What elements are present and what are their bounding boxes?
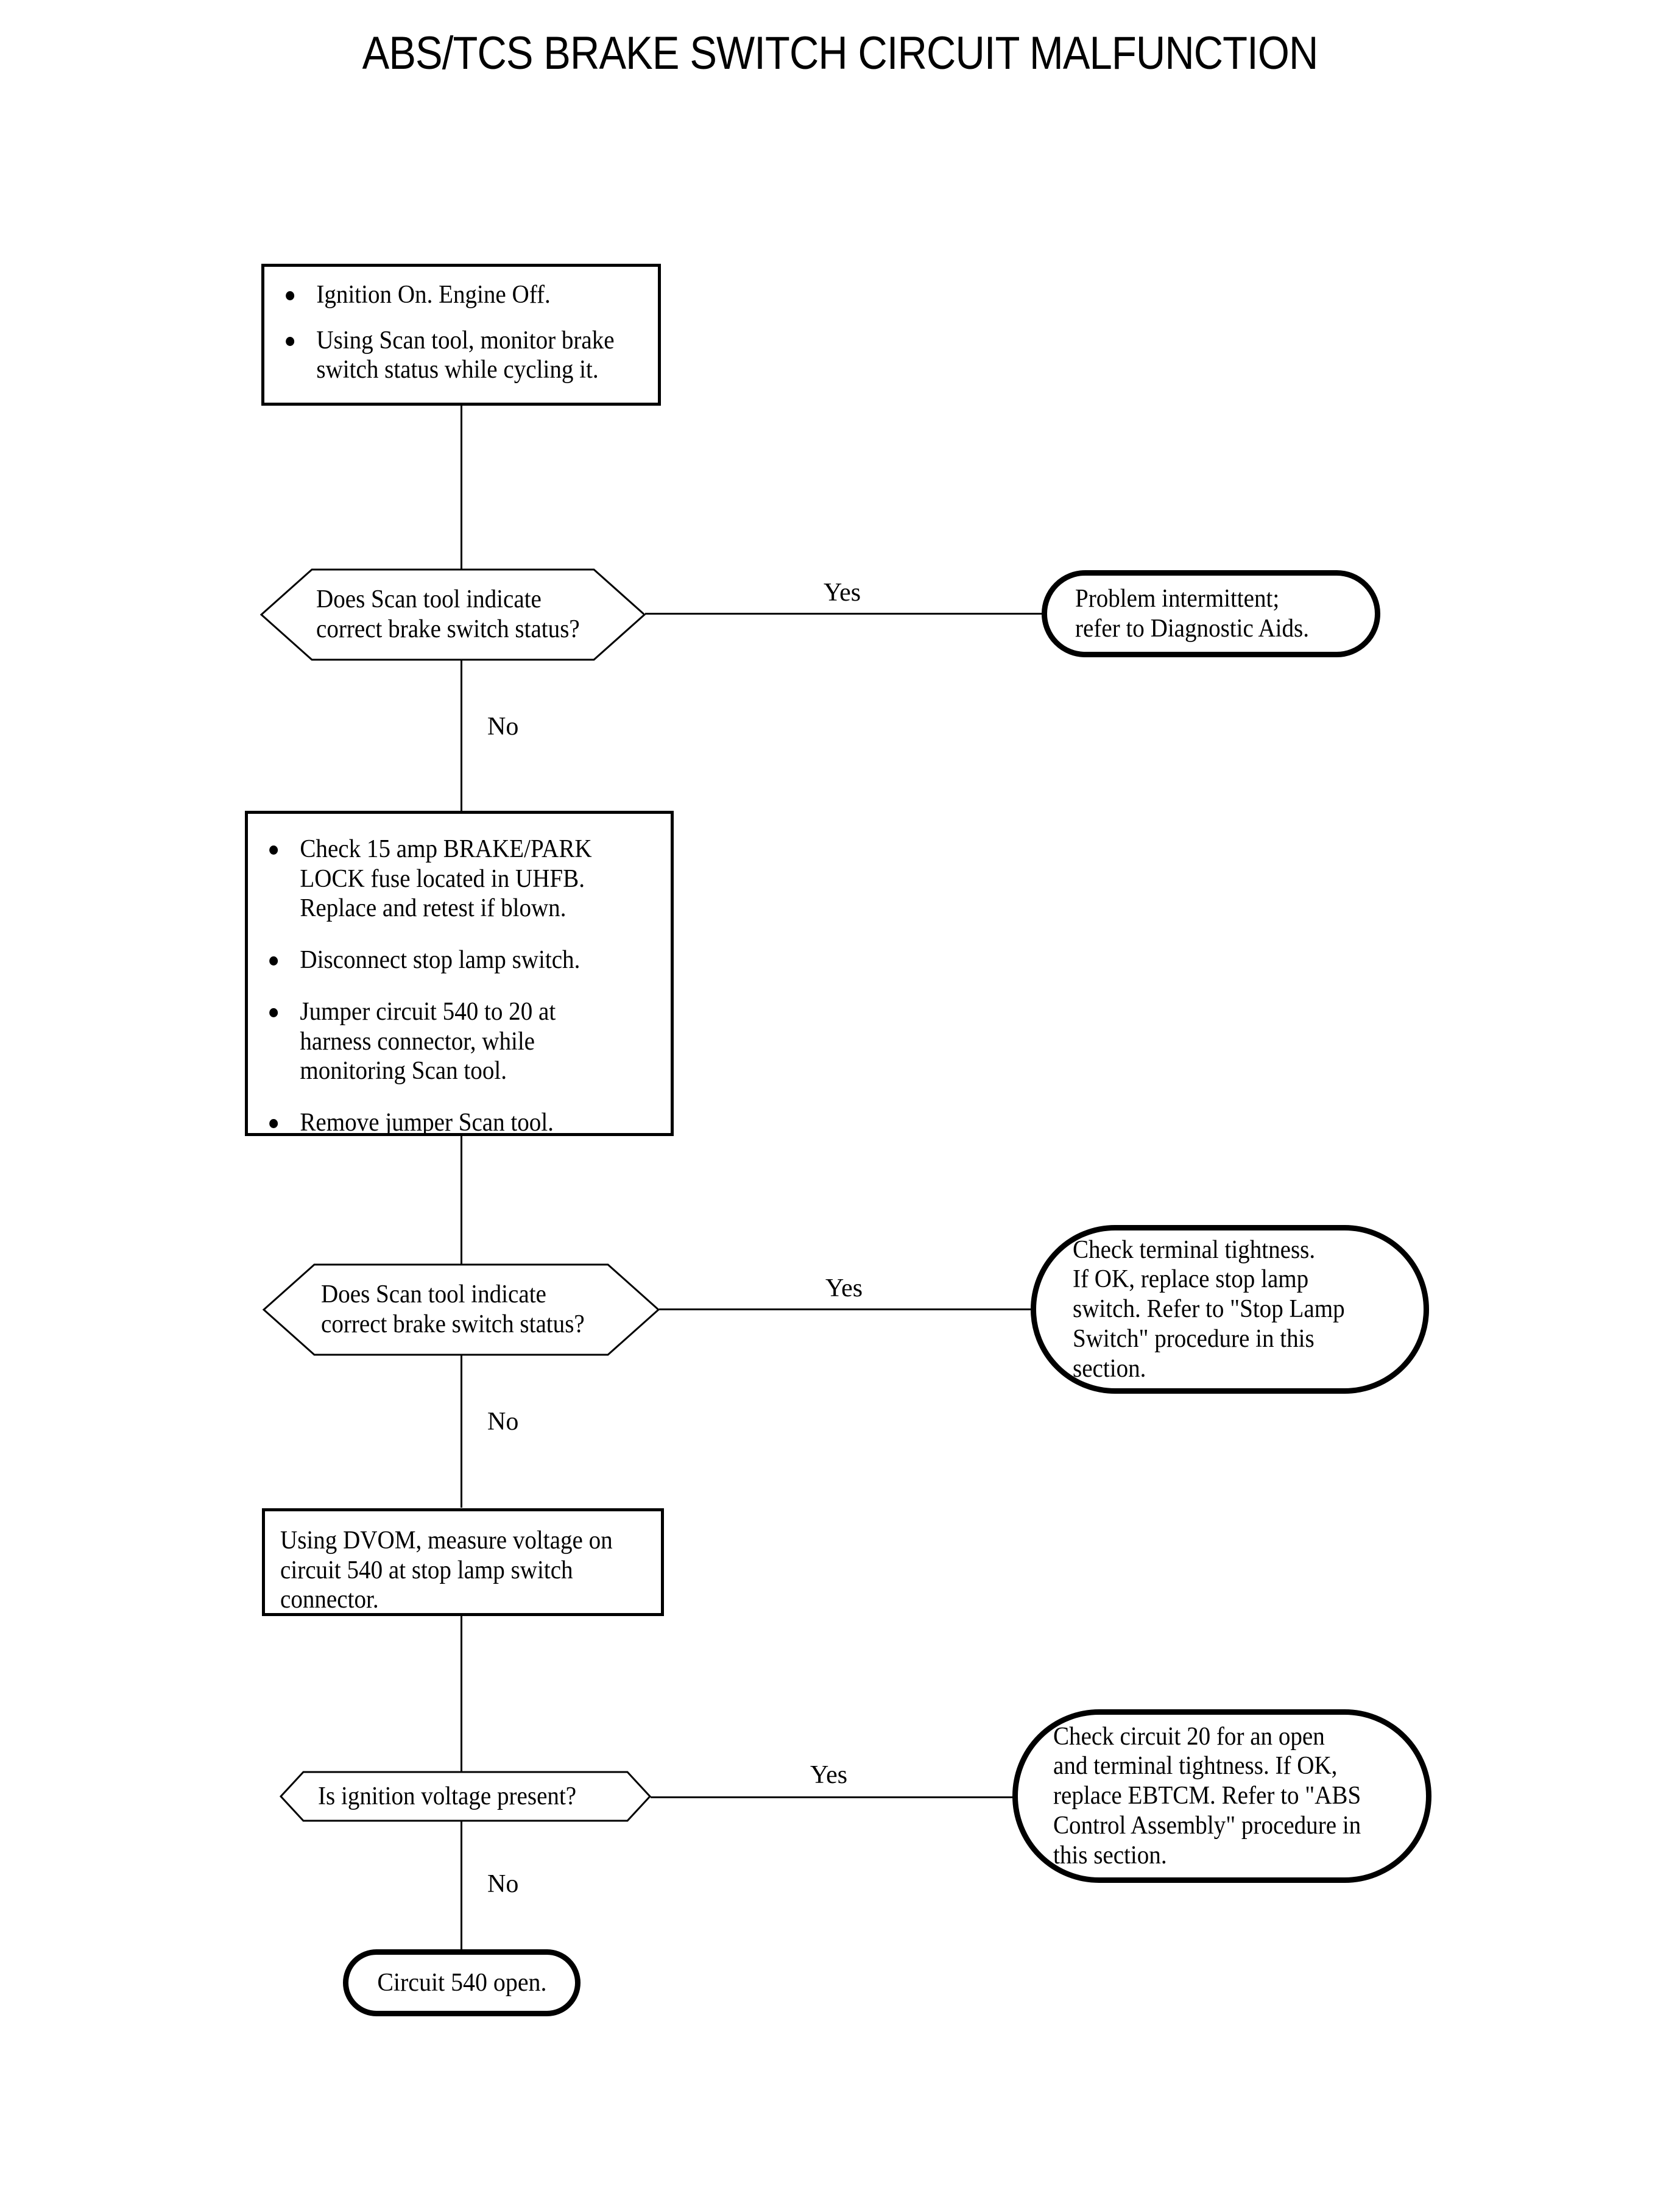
terminator-result-2: Check terminal tightness. If OK, replace… [1031, 1225, 1429, 1394]
edge-label-decision2-yes: Yes [825, 1274, 863, 1302]
result-1-text: Problem intermittent; refer to Diagnosti… [1047, 576, 1375, 652]
list-item: Remove jumper Scan tool. [263, 1108, 631, 1138]
bullet-dot [286, 291, 295, 300]
step3-line-2: circuit 540 at stop lamp switch [280, 1556, 573, 1584]
process-box-step1: Ignition On. Engine Off. Using Scan tool… [261, 264, 661, 406]
connector-decision1-no [461, 660, 462, 811]
bullet-dot [269, 956, 278, 966]
process-box-step2: Check 15 amp BRAKE/PARK LOCK fuse locate… [245, 811, 674, 1138]
hexagon-outline [262, 1263, 660, 1356]
result-2-line-1: Check terminal tightness. [1073, 1235, 1316, 1264]
list-item-text: Disconnect stop lamp switch. [300, 946, 581, 975]
connector-decision2-yes [659, 1308, 1033, 1310]
decision-3-line-1: Is ignition voltage present? [318, 1782, 577, 1810]
decision-3-text: Is ignition voltage present? [280, 1771, 651, 1821]
result-1-line-1: Problem intermittent; [1075, 584, 1280, 613]
page-title: ABS/TCS BRAKE SWITCH CIRCUIT MALFUNCTION [362, 27, 1319, 79]
result-4-line-1: Circuit 540 open. [376, 1968, 547, 1997]
result-2-text: Check terminal tightness. If OK, replace… [1036, 1230, 1424, 1388]
decision-2-line-2: correct brake switch status? [321, 1310, 585, 1338]
result-2-line-5: section. [1073, 1354, 1146, 1383]
edge-label-decision3-no: No [487, 1870, 519, 1898]
decision-2-line-1: Does Scan tool indicate [321, 1280, 546, 1309]
list-item: Using Scan tool, monitor brake switch st… [279, 326, 619, 385]
list-item-text: Remove jumper Scan tool. [300, 1109, 554, 1137]
step3-text: Using DVOM, measure voltage on circuit 5… [280, 1526, 632, 1615]
decision-hexagon-2: Does Scan tool indicate correct brake sw… [262, 1263, 660, 1356]
terminator-result-3: Check circuit 20 for an open and termina… [1012, 1709, 1431, 1883]
edge-label-decision2-no: No [487, 1408, 519, 1436]
connector-decision1-yes [645, 613, 1044, 615]
result-2-line-2: If OK, replace stop lamp [1073, 1265, 1309, 1294]
list-item-text: Using Scan tool, monitor brake switch st… [316, 326, 615, 384]
hexagon-outline [279, 1771, 652, 1822]
edge-label-decision1-no: No [487, 713, 519, 741]
decision-2-text: Does Scan tool indicate correct brake sw… [263, 1264, 659, 1355]
result-3-line-3: replace EBTCM. Refer to "ABS [1053, 1782, 1361, 1810]
bullet-dot [286, 336, 295, 346]
result-4-text: Circuit 540 open. [348, 1955, 575, 2011]
decision-1-line-2: correct brake switch status? [316, 615, 580, 643]
list-item: Check 15 amp BRAKE/PARK LOCK fuse locate… [263, 835, 631, 923]
step2-bullet-list: Check 15 amp BRAKE/PARK LOCK fuse locate… [263, 835, 658, 1138]
decision-1-text: Does Scan tool indicate correct brake sw… [261, 569, 645, 660]
connector-decision3-no [461, 1821, 462, 1952]
connector-decision3-yes [651, 1796, 1015, 1798]
connector-step1-to-decision1 [461, 405, 462, 570]
bullet-dot [269, 846, 278, 855]
list-item: Ignition On. Engine Off. [279, 280, 619, 310]
step3-line-1: Using DVOM, measure voltage on [280, 1527, 613, 1555]
result-3-line-4: Control Assembly" procedure in [1053, 1811, 1361, 1840]
bullet-dot [269, 1008, 278, 1017]
edge-label-decision1-yes: Yes [824, 579, 861, 607]
terminator-result-4: Circuit 540 open. [343, 1949, 581, 2016]
result-2-line-4: Switch" procedure in this [1073, 1324, 1315, 1353]
result-1-line-2: refer to Diagnostic Aids. [1075, 614, 1310, 643]
decision-hexagon-1: Does Scan tool indicate correct brake sw… [259, 568, 646, 661]
list-item: Disconnect stop lamp switch. [263, 945, 631, 975]
step1-bullet-list: Ignition On. Engine Off. Using Scan tool… [279, 280, 644, 385]
result-3-line-5: this section. [1053, 1841, 1167, 1869]
result-3-line-2: and terminal tightness. If OK, [1053, 1752, 1338, 1781]
connector-step2-to-decision2 [461, 1136, 462, 1265]
list-item-text: Check 15 amp BRAKE/PARK LOCK fuse locate… [300, 835, 592, 923]
connector-step3-to-decision3 [461, 1616, 462, 1773]
result-3-line-1: Check circuit 20 for an open [1053, 1722, 1325, 1751]
edge-label-decision3-yes: Yes [810, 1761, 848, 1789]
step3-line-3: connector. [280, 1586, 379, 1614]
terminator-result-1: Problem intermittent; refer to Diagnosti… [1042, 570, 1380, 657]
bullet-dot [269, 1119, 278, 1129]
hexagon-outline [259, 568, 646, 661]
list-item: Jumper circuit 540 to 20 at harness conn… [263, 997, 631, 1086]
result-3-text: Check circuit 20 for an open and termina… [1018, 1715, 1426, 1877]
result-2-line-3: switch. Refer to "Stop Lamp [1073, 1295, 1345, 1324]
list-item-text: Ignition On. Engine Off. [316, 281, 551, 309]
decision-1-line-1: Does Scan tool indicate [316, 585, 542, 614]
decision-hexagon-3: Is ignition voltage present? [279, 1771, 652, 1822]
connector-decision2-no [461, 1355, 462, 1508]
list-item-text: Jumper circuit 540 to 20 at harness conn… [300, 997, 556, 1086]
process-box-step3: Using DVOM, measure voltage on circuit 5… [262, 1508, 664, 1616]
